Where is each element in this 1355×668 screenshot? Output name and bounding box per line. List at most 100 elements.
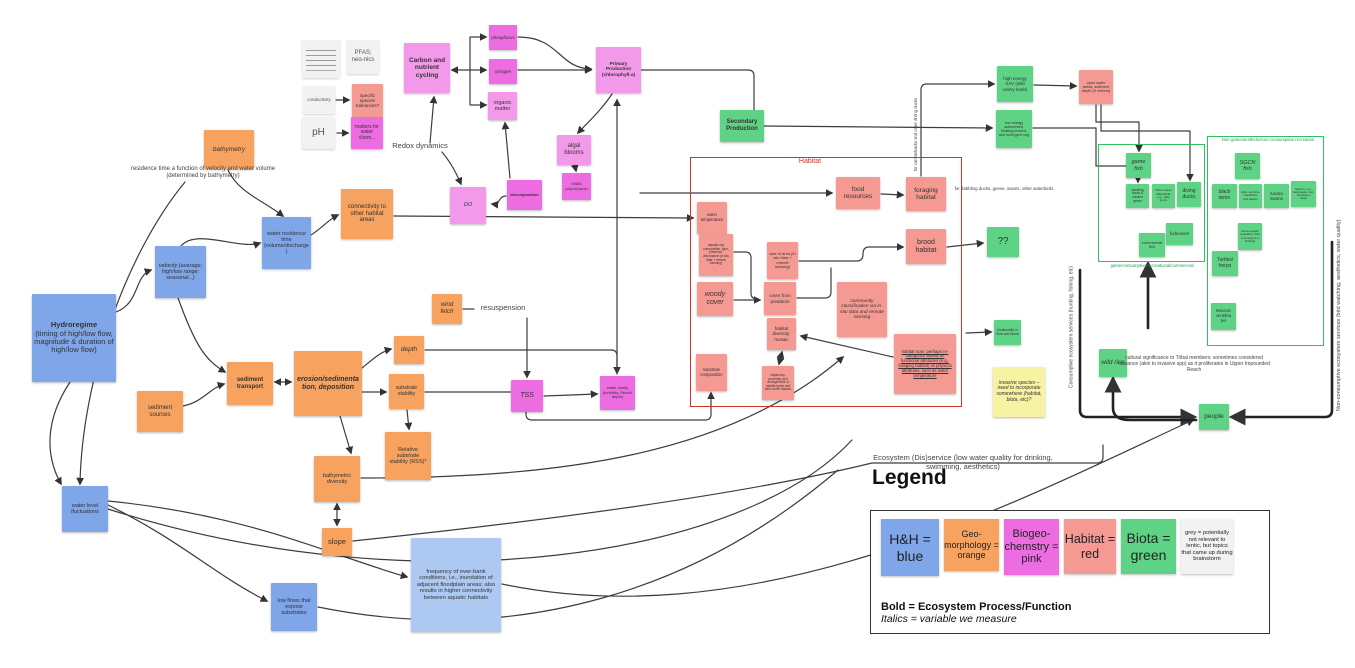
edge-connector bbox=[424, 349, 621, 375]
high-energy-sav-note[interactable]: high energy SAV (wild celery beds) bbox=[997, 66, 1033, 102]
food-resources-note[interactable]: food resources bbox=[836, 177, 880, 209]
carbon-nutrient-cycling-note[interactable]: Carbon and nutrient cycling bbox=[404, 43, 450, 93]
matters-water-chem-note[interactable]: matters for water chem... bbox=[351, 117, 383, 149]
edge-connector bbox=[733, 251, 758, 300]
turtles-herps-note[interactable]: Turtles/ herps bbox=[1212, 251, 1238, 276]
tss-note[interactable]: TSS bbox=[511, 380, 543, 412]
habitat-group bbox=[690, 157, 962, 407]
depth-note[interactable]: depth bbox=[394, 336, 424, 364]
dense-aquatic-veg-note[interactable]: dense aquatic vegetation (SAV or emergen… bbox=[1238, 223, 1262, 250]
game-fish-note[interactable]: game fish bbox=[1126, 153, 1151, 178]
wild-rice-note[interactable]: wild rice bbox=[1099, 349, 1127, 377]
canvasbacks-label: for canvasbacks and other diving ducks bbox=[912, 97, 918, 172]
legend-bold-note: Bold = Ecosystem Process/Function bbox=[881, 601, 1072, 613]
macroinvertebrates-note[interactable]: Macroin vertebra tes bbox=[1211, 303, 1236, 330]
other-game-waterbirds-note[interactable]: Other Game Waterbirds: e.g., rails, coot… bbox=[1152, 184, 1175, 208]
algal-blooms-note[interactable]: algal blooms bbox=[557, 135, 591, 165]
edge-connector bbox=[115, 268, 153, 313]
sediment-transport-note[interactable]: sediment transport bbox=[227, 362, 273, 405]
biodiversity-note[interactable]: biodiversity in flora and fauna bbox=[994, 320, 1021, 345]
woody-cover-note[interactable]: woody cover bbox=[697, 282, 733, 316]
tundra-swans-note[interactable]: tundra swans bbox=[1264, 184, 1289, 208]
edge-connector bbox=[182, 381, 226, 407]
cover-from-predators-note[interactable]: cover from predators bbox=[764, 282, 796, 315]
people-note[interactable]: people bbox=[1199, 404, 1229, 430]
edge-connector bbox=[393, 214, 695, 222]
legend: H&H = blue Geo-morphology = orange Bioge… bbox=[870, 510, 1270, 634]
size-of-area-note[interactable]: size of area (in situ data + remote sens… bbox=[767, 242, 798, 279]
black-terns-note[interactable]: black terns bbox=[1212, 184, 1237, 208]
slope-note[interactable]: slope bbox=[322, 528, 352, 556]
edge-connector bbox=[1104, 375, 1198, 422]
aquatic-veg-note[interactable]: aquatic veg composition, type, presence,… bbox=[699, 234, 733, 276]
redox-dynamics-label: Redox dynamics bbox=[392, 141, 448, 150]
water-clarity-note[interactable]: water clarity (turbidity, Secchi depth) bbox=[600, 376, 635, 410]
legend-swatch-grey-note: grey = potentially not relevant to lenti… bbox=[1181, 519, 1233, 574]
primary-production-note[interactable]: Primary Production (chlorophyll-a) bbox=[596, 47, 641, 93]
legend-title: Legend bbox=[872, 466, 947, 489]
wind-fetch-note[interactable]: wind fetch bbox=[432, 294, 462, 324]
ph-note[interactable]: pH bbox=[302, 117, 335, 149]
low-flows-note[interactable]: low flows that expose substrates bbox=[271, 583, 317, 631]
phosphorus-note[interactable]: phosphorus bbox=[489, 25, 517, 50]
edge-connector bbox=[490, 195, 507, 209]
decomposition-note[interactable]: decomposition bbox=[507, 180, 542, 210]
pfas-note[interactable]: PFAS; neo-nics bbox=[347, 40, 379, 74]
sediment-sources-note[interactable]: sediment sources bbox=[137, 391, 183, 432]
edge-connector bbox=[180, 238, 262, 249]
edge-connector bbox=[946, 239, 985, 248]
nonconsumptive-services-label: Non-consumptive ecosystem services (bird… bbox=[1335, 219, 1342, 412]
edge-connector bbox=[543, 390, 599, 399]
diving-ducks-note[interactable]: diving ducks bbox=[1177, 182, 1201, 207]
nitrogen-note[interactable]: nitrogen bbox=[489, 59, 517, 84]
legend-italics-note: Italics = variable we measure bbox=[881, 613, 1017, 625]
edge-connector bbox=[763, 124, 994, 132]
edge-connector bbox=[776, 350, 785, 366]
illegible-note[interactable] bbox=[302, 40, 340, 78]
disservice-label: Ecosystem (Dis)service (low water qualit… bbox=[873, 453, 1053, 471]
edge-connector bbox=[576, 93, 613, 135]
water-level-fluctuations-note[interactable]: water level fluctuations bbox=[62, 486, 108, 532]
legend-swatch-habitat: Habitat = red bbox=[1064, 519, 1116, 574]
community-classification-note[interactable]: community classification via in-situ dat… bbox=[837, 282, 887, 337]
bathymetry-note[interactable]: bathymetry bbox=[204, 130, 254, 169]
rss-note[interactable]: Relative substrate stability (RSS)* bbox=[385, 432, 431, 480]
adjacency-note[interactable]: adjacency, proximity, and arrangement of… bbox=[762, 366, 794, 400]
overbank-note[interactable]: frequency of over-bank conditions, i.e.,… bbox=[411, 538, 501, 632]
invasive-species-note[interactable]: invasive species – need to incorporate s… bbox=[993, 367, 1045, 417]
organic-matter-note[interactable]: organic matter bbox=[488, 92, 517, 120]
substrate-stability-note[interactable]: substrate stability bbox=[389, 374, 424, 409]
open-water-areas-note[interactable]: open water areas, sufficient depth (X me… bbox=[1079, 70, 1113, 104]
brood-habitat-note[interactable]: brood habitat bbox=[906, 229, 946, 264]
water-temperature-note[interactable]: water temperature bbox=[697, 202, 727, 234]
dabbling-ducks-note[interactable]: dabbling ducks & canada geese bbox=[1126, 184, 1149, 208]
furbearers-note[interactable]: furbearers bbox=[1166, 223, 1193, 245]
water-residence-time-note[interactable]: water residence time (volume/discharge) bbox=[262, 217, 311, 269]
conductivity-note[interactable]: conductivity bbox=[303, 86, 335, 114]
edge-connector bbox=[1100, 104, 1194, 182]
connectivity-note[interactable]: connectivity to other habitat areas bbox=[341, 189, 393, 239]
game-consumptive-label: game/consumptive recreational/commercial bbox=[1110, 263, 1194, 268]
bathymetric-diversity-note[interactable]: bathymetric diversity bbox=[314, 456, 360, 502]
do-note[interactable]: DO bbox=[450, 187, 486, 224]
edge-connector bbox=[880, 190, 905, 199]
habitat-recategorize-note[interactable]: habitat note: perhaps re-categorize base… bbox=[894, 334, 956, 394]
edge-connector bbox=[404, 409, 413, 431]
sgcn-fish-note[interactable]: SGCN fish bbox=[1235, 153, 1260, 179]
substrate-composition-note[interactable]: substrate composition bbox=[696, 354, 727, 391]
raptors-note[interactable]: Raptors: e.g., bald eagles, red-shoulder… bbox=[1291, 181, 1316, 207]
secretive-marshbirds-note[interactable]: other secretive marshbirds and waders bbox=[1239, 184, 1262, 208]
edge-connector bbox=[1228, 240, 1334, 426]
question-marks-note[interactable]: ?? bbox=[987, 227, 1019, 257]
edge-connector bbox=[429, 95, 438, 144]
hydroregime-note[interactable]: Hydroregime(timing of high/low flow, mag… bbox=[32, 294, 116, 382]
low-energy-veg-note[interactable]: low energy submersed, floating leaved, a… bbox=[996, 110, 1032, 148]
velocity-note[interactable]: velocity (average; high/low range; seaso… bbox=[155, 246, 206, 298]
species-tolerances-note[interactable]: specific species tolerances? bbox=[352, 84, 383, 117]
foraging-habitat-note[interactable]: foraging habitat bbox=[906, 177, 946, 211]
commercial-fish-note[interactable]: commercial fish bbox=[1139, 233, 1165, 257]
secondary-production-note[interactable]: Secondary Production bbox=[720, 110, 764, 142]
habitat-diversity-note[interactable]: habitat diversity; mosaic bbox=[767, 318, 796, 350]
habs-phycocyanin-note[interactable]: HABs phycocyanin bbox=[562, 173, 591, 200]
erosion-note[interactable]: erosion/sedimentation, deposition bbox=[294, 351, 362, 416]
